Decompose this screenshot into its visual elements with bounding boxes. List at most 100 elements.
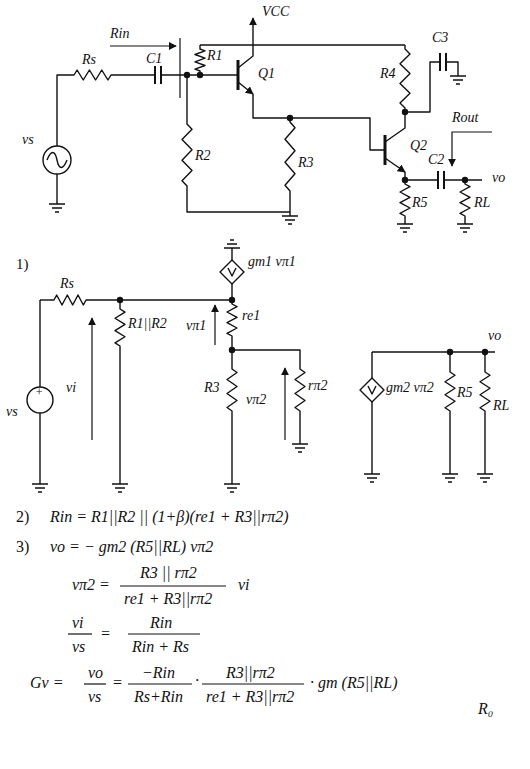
step-number: 1) (16, 256, 29, 273)
part-name: re1 (242, 308, 260, 323)
resistor-symbol (400, 45, 410, 112)
part-name: R1 (207, 48, 223, 63)
signal-name: vπ1 (186, 318, 206, 333)
wire (449, 415, 450, 470)
emitter-arrow (238, 82, 253, 94)
resistor-symbol (182, 120, 192, 190)
impedance-label: Rin (110, 26, 129, 41)
source-label: gm1 vπ1 (248, 254, 296, 269)
junction-dot (118, 298, 123, 303)
sine-symbol (47, 153, 67, 168)
wire (115, 74, 155, 75)
wire (231, 252, 232, 260)
numerator: −Rin (142, 664, 175, 682)
denominator: vs (72, 638, 85, 656)
impedance-marker (179, 38, 180, 98)
equation: = (100, 625, 111, 643)
wire (57, 75, 70, 146)
equation: Rin = R1||R2 || (1+β)(re1 + R3||rπ2) (50, 508, 289, 526)
wire (238, 45, 253, 68)
ground-symbol (364, 470, 380, 482)
equation: = (112, 674, 123, 692)
junction-dot (403, 110, 408, 115)
note: R₀ (478, 700, 493, 718)
numerator: vo (88, 664, 103, 682)
part-name: C1 (146, 51, 162, 66)
voltage-arrow (284, 368, 285, 440)
denominator: vs (88, 688, 101, 706)
resistor-symbol (70, 70, 115, 80)
part-name: Q2 (410, 138, 427, 153)
ground-symbol (49, 200, 65, 212)
emitter-arrow (385, 158, 405, 172)
junction-dot (198, 73, 203, 78)
resistor-symbol (445, 368, 455, 415)
capacitor-symbol (440, 53, 446, 71)
impedance-arrow (110, 45, 176, 46)
source-arrow (228, 268, 236, 276)
part-name: RL (474, 195, 490, 210)
wire (40, 299, 50, 300)
equation: vi (238, 576, 250, 594)
equation: · (195, 672, 199, 690)
voltage-arrow (214, 305, 215, 345)
wire (484, 415, 485, 470)
ground-symbol (224, 240, 240, 252)
ground-symbol (292, 440, 308, 452)
part-name: R3 (298, 155, 314, 170)
part-name: R1||R2 (128, 316, 167, 331)
ground-symbol (112, 480, 128, 492)
junction-dot (463, 178, 468, 183)
wire (253, 94, 385, 150)
fraction-bar (120, 585, 226, 586)
step-number: 2) (16, 508, 29, 526)
denominator: Rs+Rin (134, 688, 183, 706)
ground-symbol (457, 220, 473, 232)
resistor-symbol (227, 300, 237, 340)
supply-arrow (252, 18, 253, 45)
part-name: C2 (428, 152, 444, 167)
ground-symbol (224, 480, 240, 492)
wire (371, 402, 372, 470)
resistor-symbol (115, 305, 125, 350)
junction-dot (483, 350, 488, 355)
voltage-source (43, 146, 71, 174)
part-name: rπ2 (308, 378, 327, 393)
resistor-symbol (460, 180, 470, 220)
wire (39, 300, 40, 387)
numerator: R3 || rπ2 (140, 564, 197, 582)
wire (372, 351, 495, 352)
wire (200, 44, 405, 45)
capacitor-symbol (438, 171, 444, 189)
numerator: R3||rπ2 (226, 664, 275, 682)
capacitor-symbol (155, 66, 161, 84)
equation: Gv = (30, 674, 63, 692)
part-name: R5 (457, 385, 473, 400)
part-name: C3 (432, 30, 448, 45)
numerator: Rin (150, 614, 172, 632)
part-name: Rs (60, 276, 74, 291)
part-name: R3 (204, 380, 220, 395)
impedance-arrow (452, 132, 492, 166)
ground-symbol (282, 212, 298, 224)
part-name: RL (493, 398, 509, 413)
wire (371, 352, 372, 378)
numerator: vi (72, 614, 84, 632)
part-name: Q1 (258, 66, 275, 81)
wire (186, 75, 187, 120)
transistor-base (237, 60, 240, 90)
part-name: R5 (412, 195, 428, 210)
polarity-mark: + (35, 386, 43, 399)
wire (39, 413, 40, 480)
junction-dot (230, 348, 235, 353)
wire (446, 62, 458, 72)
part-name: R2 (195, 148, 211, 163)
signal-name: vo (488, 328, 501, 343)
fraction-bar (128, 633, 200, 634)
part-name: Rs (82, 52, 96, 67)
denominator: Rin + Rs (132, 638, 189, 656)
wire (187, 190, 290, 212)
resistor-symbol (480, 368, 490, 415)
wire (289, 195, 290, 212)
